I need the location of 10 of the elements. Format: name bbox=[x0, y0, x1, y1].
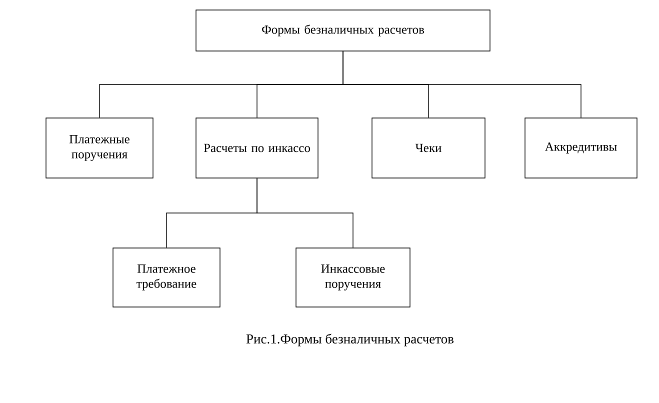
box: Чеки bbox=[372, 118, 486, 178]
box: Инкассовые поручения bbox=[296, 248, 410, 308]
box: Платежное требование bbox=[112, 248, 220, 308]
connector-line bbox=[342, 51, 582, 118]
box: Аккредитивы bbox=[524, 118, 638, 178]
box: Платежные поручения bbox=[46, 118, 154, 178]
box: Формы безналичных расчетов bbox=[196, 10, 490, 52]
box: Расчеты по инкассо bbox=[196, 118, 318, 178]
connector-line bbox=[256, 178, 354, 248]
caption: Рис.1.Формы безналичных расчетов bbox=[246, 334, 454, 346]
